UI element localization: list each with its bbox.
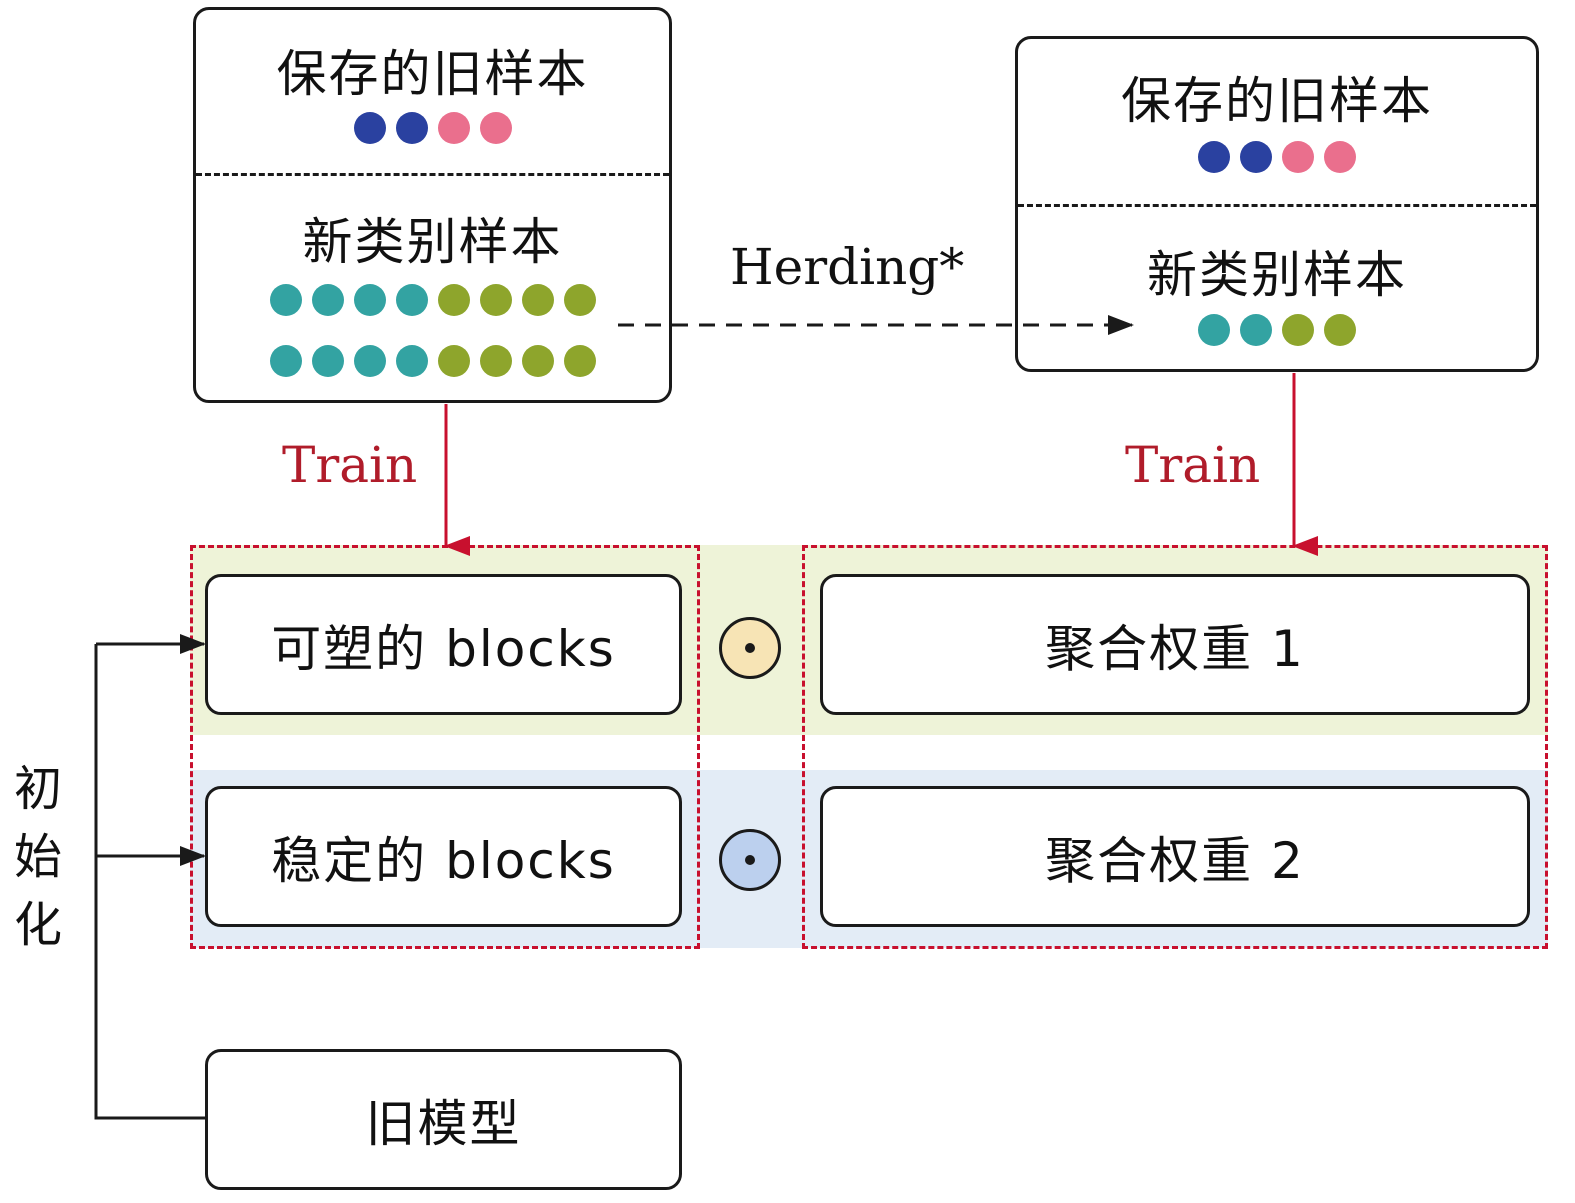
left-new-samples-title: 新类别样本 — [302, 213, 563, 271]
left-sample-box: 保存的旧样本 新类别样本 — [193, 7, 672, 403]
herding-label: Herding* — [730, 238, 965, 296]
old-sample-dot — [1198, 141, 1230, 173]
right-new-samples-title: 新类别样本 — [1147, 246, 1407, 304]
left-new-samples-dots-row1 — [196, 284, 669, 316]
new-sample-dot — [269, 284, 302, 316]
new-sample-dot — [353, 284, 386, 316]
old-sample-dot — [1324, 141, 1356, 173]
init-char-2: 始 — [13, 829, 64, 885]
weight-2-box: 聚合权重 2 — [820, 786, 1530, 927]
hadamard-product-icon-1 — [719, 617, 781, 679]
plastic-blocks-box: 可塑的 blocks — [205, 574, 682, 715]
train-label-right: Train — [1125, 436, 1261, 494]
old-model-label: 旧模型 — [365, 1094, 522, 1153]
new-sample-dot — [1198, 314, 1230, 346]
right-old-samples-dots — [1018, 141, 1536, 173]
plastic-blocks-label: 可塑的 blocks — [271, 619, 616, 678]
new-sample-dot — [311, 345, 344, 377]
weights-group-box — [802, 545, 1548, 949]
init-char-3: 化 — [13, 897, 64, 953]
new-sample-dot — [1324, 314, 1356, 346]
init-connector — [94, 644, 205, 1120]
new-sample-dot — [479, 284, 512, 316]
old-sample-dot — [479, 112, 512, 144]
stable-blocks-box: 稳定的 blocks — [205, 786, 682, 927]
new-sample-dot — [395, 284, 428, 316]
new-sample-dot — [437, 284, 470, 316]
new-sample-dot — [395, 345, 428, 377]
left-divider — [196, 173, 669, 176]
old-model-box: 旧模型 — [205, 1049, 682, 1190]
hadamard-product-icon-2 — [719, 829, 781, 891]
old-sample-dot — [437, 112, 470, 144]
new-sample-dot — [269, 345, 302, 377]
right-divider — [1018, 204, 1536, 207]
new-sample-dot — [1282, 314, 1314, 346]
new-sample-dot — [437, 345, 470, 377]
stable-blocks-label: 稳定的 blocks — [271, 831, 616, 890]
right-old-samples-title: 保存的旧样本 — [1121, 72, 1433, 130]
init-label: 初 始 化 — [9, 755, 69, 959]
weight-1-label: 聚合权重 1 — [1045, 619, 1305, 678]
new-sample-dot — [521, 284, 554, 316]
new-sample-dot — [521, 345, 554, 377]
left-old-samples-dots — [196, 112, 669, 144]
old-sample-dot — [1240, 141, 1272, 173]
new-sample-dot — [1240, 314, 1272, 346]
right-sample-box: 保存的旧样本 新类别样本 — [1015, 36, 1539, 372]
new-sample-dot — [479, 345, 512, 377]
new-sample-dot — [353, 345, 386, 377]
old-sample-dot — [395, 112, 428, 144]
init-char-1: 初 — [13, 761, 64, 817]
new-sample-dot — [311, 284, 344, 316]
old-sample-dot — [353, 112, 386, 144]
old-sample-dot — [1282, 141, 1314, 173]
left-new-samples-dots-row2 — [196, 345, 669, 377]
train-label-left: Train — [282, 436, 418, 494]
weight-2-label: 聚合权重 2 — [1045, 831, 1305, 890]
left-old-samples-title: 保存的旧样本 — [276, 45, 589, 103]
weight-1-box: 聚合权重 1 — [820, 574, 1530, 715]
right-new-samples-dots — [1018, 314, 1536, 346]
new-sample-dot — [563, 284, 596, 316]
new-sample-dot — [563, 345, 596, 377]
